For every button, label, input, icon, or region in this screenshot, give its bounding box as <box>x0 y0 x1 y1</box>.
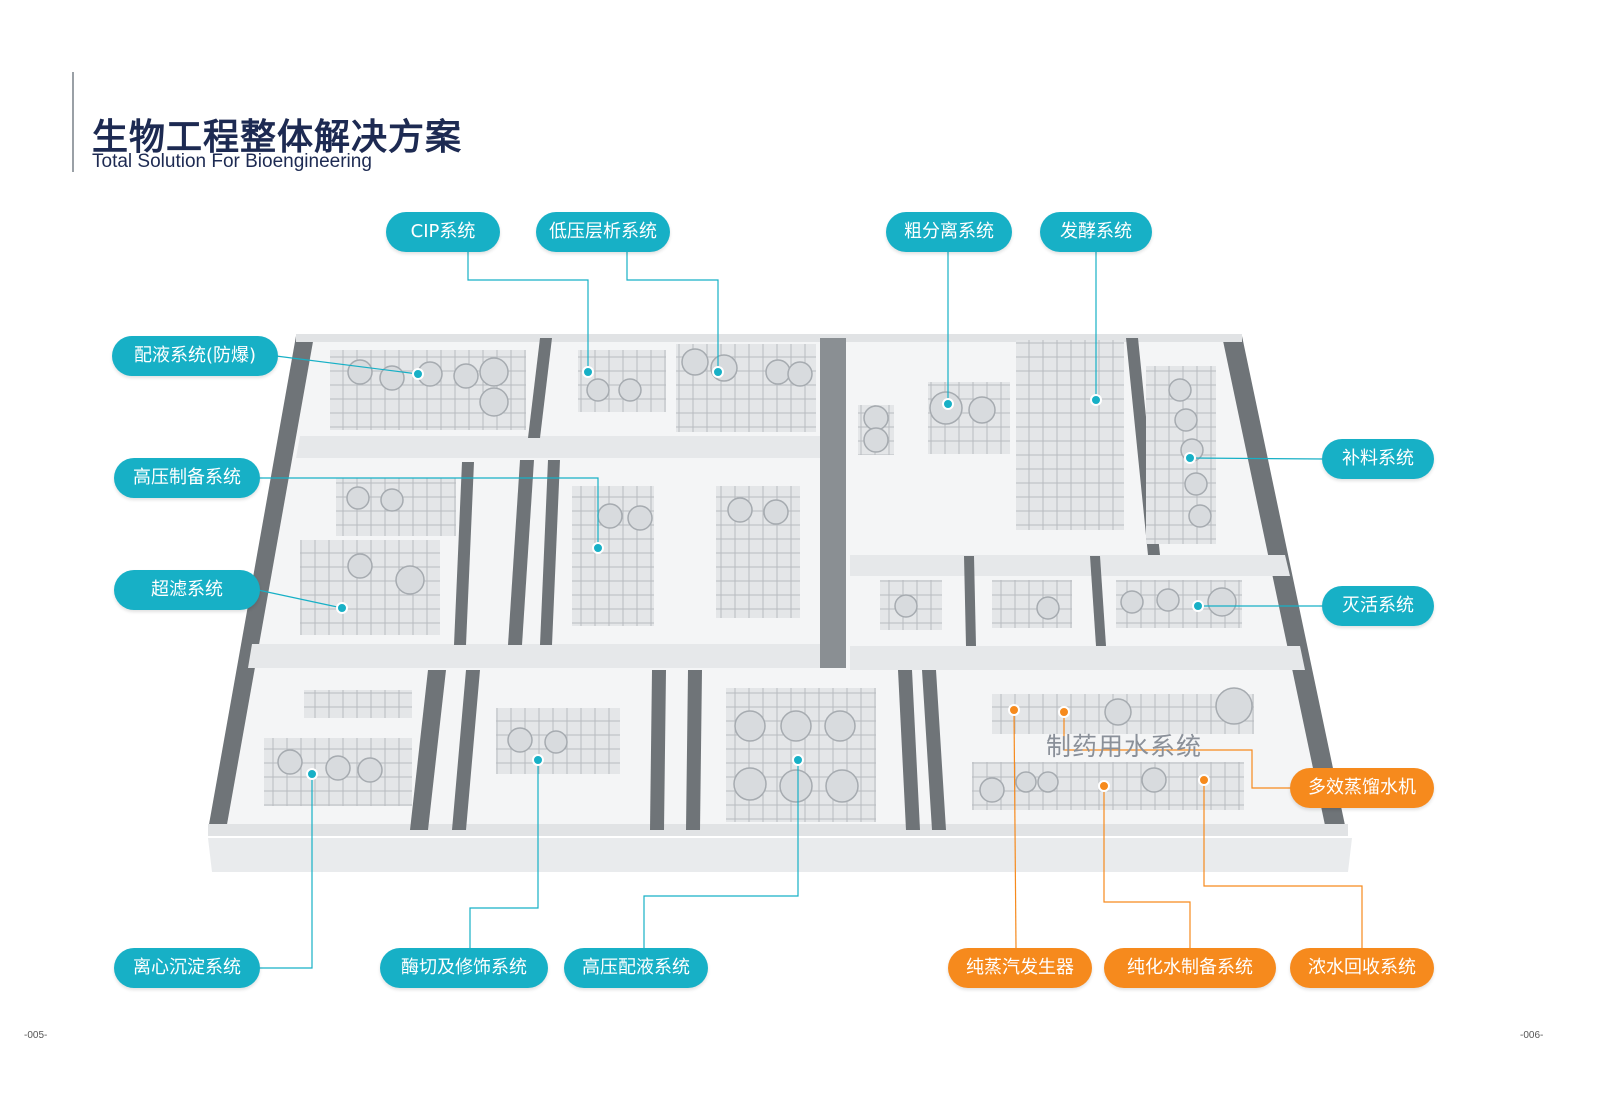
wall-v10 <box>452 670 480 830</box>
wall-v5 <box>454 462 474 645</box>
wall-h2 <box>248 644 828 668</box>
label-high-pressure-liquid-prep[interactable]: 高压配液系统 <box>564 948 708 988</box>
label-pure-steam-generator[interactable]: 纯蒸汽发生器 <box>948 948 1092 988</box>
page-number-right: -006- <box>1520 1030 1544 1041</box>
floor-slab <box>208 838 1352 872</box>
wall-v4 <box>508 460 534 645</box>
wall-h1 <box>296 436 828 458</box>
wall-v11 <box>650 670 666 830</box>
wall-bottom-outer <box>208 824 1348 836</box>
wall-right-outer <box>1222 336 1346 830</box>
page-number-left: -005- <box>24 1030 48 1041</box>
label-purified-water-prep[interactable]: 纯化水制备系统 <box>1104 948 1276 988</box>
wall-top-outer <box>296 334 1242 342</box>
water-system-zone-label: 制药用水系统 <box>1046 732 1203 761</box>
wall-h3 <box>850 555 1290 576</box>
wall-v7 <box>964 556 976 646</box>
label-liquid-prep-explosion-proof[interactable]: 配液系统(防爆) <box>112 336 278 376</box>
label-centrifuge-sedimentation[interactable]: 离心沉淀系统 <box>114 948 260 988</box>
tank-symbols <box>277 348 1253 803</box>
label-concentrate-recovery[interactable]: 浓水回收系统 <box>1290 948 1434 988</box>
teal-dots <box>306 366 1204 780</box>
wall-v1 <box>528 338 552 438</box>
label-fermentation[interactable]: 发酵系统 <box>1040 212 1152 252</box>
wall-v2 <box>820 338 846 668</box>
label-enzyme-cleavage-modification[interactable]: 酶切及修饰系统 <box>380 948 548 988</box>
wall-v6 <box>540 460 560 645</box>
label-cip-system[interactable]: CIP系统 <box>386 212 500 252</box>
wall-left-outer <box>208 336 314 830</box>
orange-dots <box>1008 704 1210 792</box>
label-multi-effect-distiller[interactable]: 多效蒸馏水机 <box>1290 768 1434 808</box>
wall-v12 <box>686 670 702 830</box>
page-subtitle: Total Solution For Bioengineering <box>92 151 372 172</box>
label-high-pressure-prep[interactable]: 高压制备系统 <box>114 458 260 498</box>
wall-h4 <box>850 646 1305 670</box>
title-accent-bar <box>72 72 74 172</box>
wall-v13 <box>898 670 920 830</box>
page-title: 生物工程整体解决方案 <box>92 117 463 158</box>
label-low-pressure-chromatography[interactable]: 低压层析系统 <box>536 212 670 252</box>
teal-leaders <box>257 252 1325 969</box>
wall-v9 <box>410 670 446 830</box>
label-inactivation-system[interactable]: 灭活系统 <box>1322 586 1434 626</box>
orange-leaders <box>1013 709 1363 949</box>
label-feeding-system[interactable]: 补料系统 <box>1322 439 1434 479</box>
wall-v8 <box>1090 556 1106 646</box>
label-crude-separation[interactable]: 粗分离系统 <box>886 212 1012 252</box>
label-ultrafiltration[interactable]: 超滤系统 <box>114 570 260 610</box>
wall-v14 <box>922 670 946 830</box>
